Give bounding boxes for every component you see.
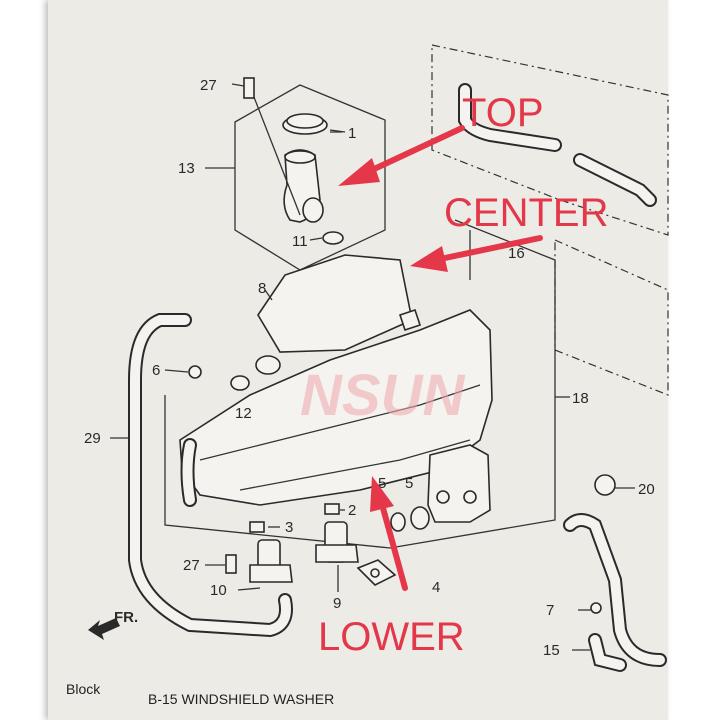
bolt-27-top: [243, 77, 255, 99]
pump-inlet-part: [255, 355, 281, 375]
part-number-3: 3: [285, 519, 293, 536]
part-number-20: 20: [638, 481, 655, 498]
part-number-16: 16: [508, 245, 525, 262]
part-13-frame: [234, 84, 386, 271]
lower-callout-arrow: [370, 476, 408, 591]
part-number-7: 7: [546, 602, 554, 619]
part-number-29: 29: [84, 430, 101, 447]
part-6-joint: [188, 365, 202, 379]
part-number-5: 5: [378, 475, 386, 492]
part-number-10: 10: [210, 582, 227, 599]
lower-callout-label: LOWER: [318, 615, 465, 659]
part-number-6: 6: [152, 362, 160, 379]
block-code: B-15 WINDSHIELD WASHER: [148, 691, 334, 707]
part-number-15: 15: [543, 642, 560, 659]
o-ring-part: [322, 231, 344, 245]
part-5-grommet: [410, 506, 430, 530]
part-number-27: 27: [183, 557, 200, 574]
part-3: [249, 521, 265, 533]
part-number-27: 27: [200, 77, 217, 94]
part-number-8: 8: [258, 280, 266, 297]
part-2: [324, 503, 340, 515]
dashed-box-right: [554, 239, 669, 396]
front-direction-label: FR.: [114, 609, 138, 626]
pump-housing-part: [427, 444, 491, 523]
dashed-box-upper-right: [431, 44, 669, 236]
center-callout-arrow: [410, 235, 543, 272]
part-number-1: 1: [348, 125, 356, 142]
part-20: [594, 474, 616, 496]
bolt-27-lower: [225, 554, 237, 574]
part-number-13: 13: [178, 160, 195, 177]
part-number-12: 12: [235, 405, 252, 422]
part-number-4: 4: [432, 579, 440, 596]
top-callout-label: TOP: [462, 91, 544, 135]
watermark: NSUN: [300, 363, 465, 428]
part-number-2: 2: [348, 502, 356, 519]
center-callout-label: CENTER: [444, 191, 608, 235]
top-callout-arrow: [338, 125, 465, 186]
part-number-5: 5: [405, 475, 413, 492]
part-number-9: 9: [333, 595, 341, 612]
part-number-11: 11: [292, 233, 308, 250]
part-number-18: 18: [572, 390, 589, 407]
part-7-joint: [590, 602, 602, 614]
block-label: Block: [66, 681, 101, 697]
front-direction-marker: FR.: [88, 609, 138, 640]
tank-frame: [164, 219, 556, 549]
reservoir-top-part: [257, 254, 413, 353]
